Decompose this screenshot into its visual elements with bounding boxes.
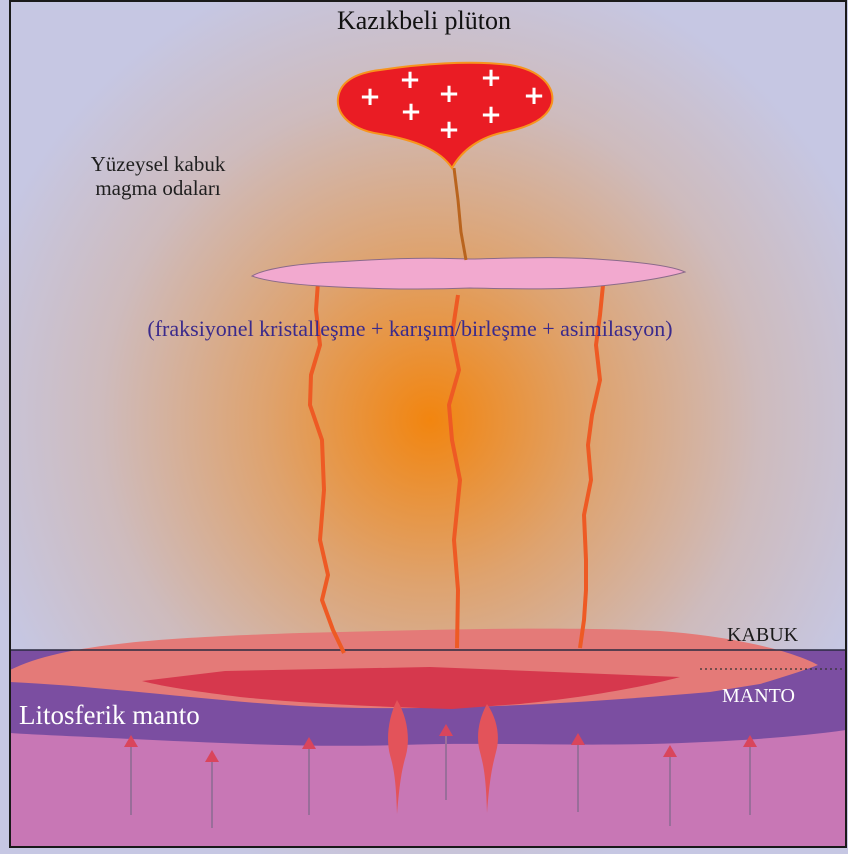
pluton-cross-symbol: + (359, 82, 381, 112)
process-label: (fraksiyonel kristalleşme + karışım/birl… (110, 316, 710, 341)
pluton-cross-symbol: + (523, 81, 545, 111)
mantle-label: MANTO (722, 685, 795, 708)
pluton-cross-symbol: + (399, 65, 421, 95)
pluton-cross-symbol: + (480, 63, 502, 93)
pluton-cross-symbol: + (438, 79, 460, 109)
lithospheric-mantle-label: Litosferik manto (19, 700, 200, 731)
crust-label: KABUK (727, 624, 798, 647)
pluton-cross-symbol: + (400, 97, 422, 127)
pluton-title-label: Kazıkbeli plüton (0, 6, 848, 36)
pluton-cross-symbol: + (480, 100, 502, 130)
upper-crust-chambers-label: Yüzeysel kabuk magma odaları (58, 152, 258, 200)
pluton-cross-symbol: + (438, 115, 460, 145)
